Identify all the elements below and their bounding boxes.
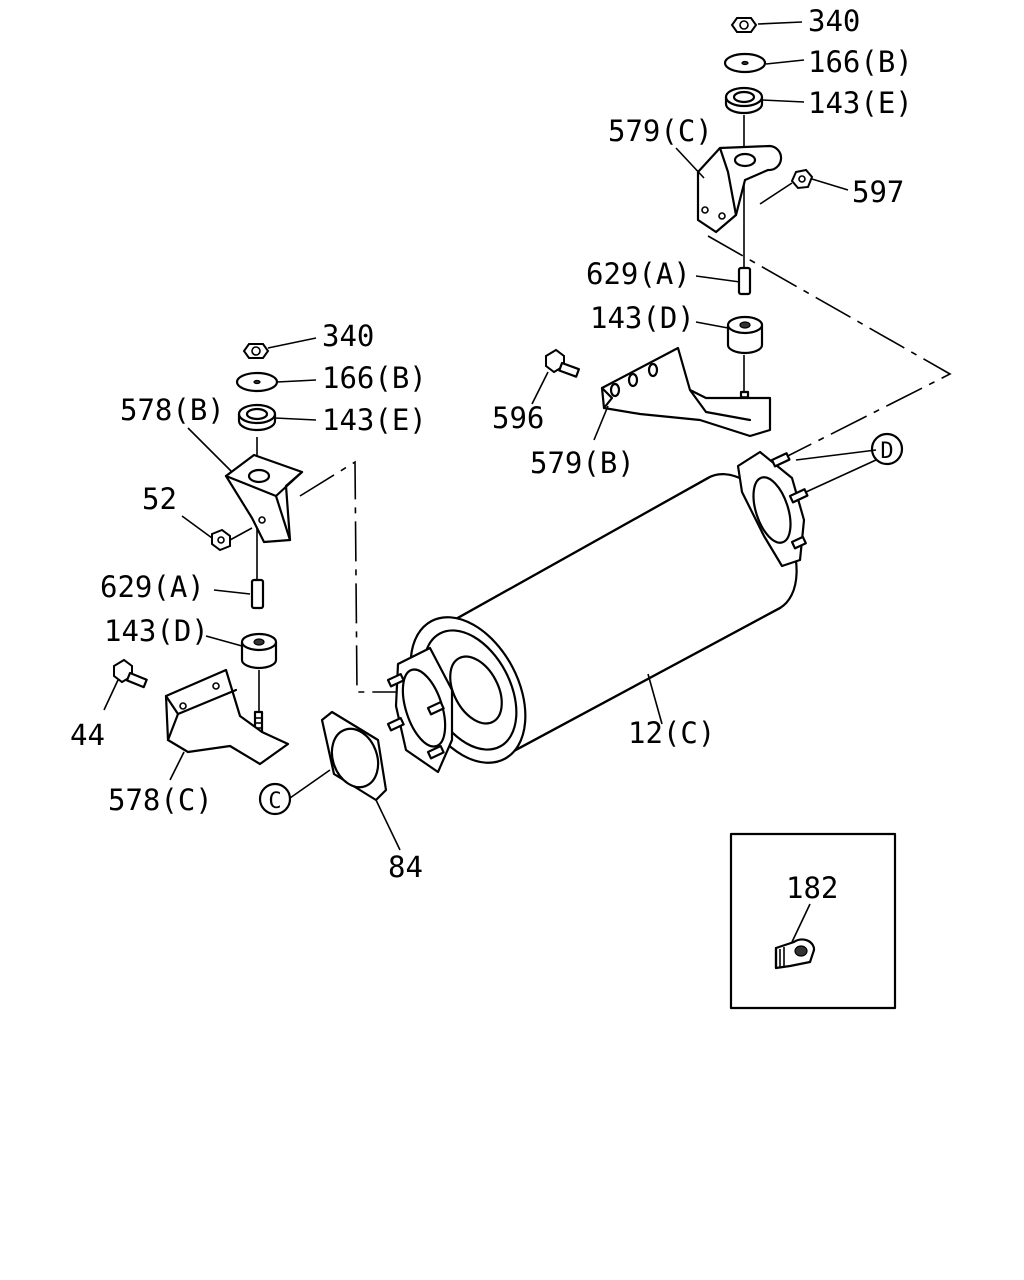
washer-166b-right xyxy=(723,52,767,74)
installation-guide-lines xyxy=(299,235,952,693)
label-84: 84 xyxy=(388,850,423,884)
nut-340-right xyxy=(730,17,758,33)
nut-340-left xyxy=(242,343,270,359)
ref-d-text: D xyxy=(880,439,893,464)
collar-629a-left xyxy=(250,578,265,610)
bracket-579b xyxy=(600,346,772,438)
label-166b-right: 166(B) xyxy=(808,45,913,79)
part-labels: 340 166(B) 143(E) 579(C) 597 629(A) 143(… xyxy=(70,4,913,905)
rubber-143d-left xyxy=(240,632,278,670)
label-340-left: 340 xyxy=(322,319,374,353)
bolt-44 xyxy=(113,658,148,689)
left-mount-assembly xyxy=(113,343,304,766)
label-143e-left: 143(E) xyxy=(322,403,427,437)
label-182: 182 xyxy=(786,871,838,905)
leader-lines xyxy=(103,21,849,943)
bolt-596 xyxy=(545,348,581,378)
ref-c-text: C xyxy=(268,789,281,814)
label-143e-right: 143(E) xyxy=(808,86,913,120)
bush-143e-left xyxy=(237,403,277,432)
nut-597 xyxy=(790,168,814,190)
muffler-rear-flange xyxy=(736,449,877,568)
collar-629a-right xyxy=(737,266,752,296)
label-597: 597 xyxy=(852,175,904,209)
label-340-right: 340 xyxy=(808,4,860,38)
nut-52 xyxy=(211,528,231,552)
flange-studs-rear xyxy=(770,452,809,550)
gasket-84 xyxy=(320,710,388,802)
label-143d-right: 143(D) xyxy=(590,301,695,335)
label-578c: 578(C) xyxy=(108,783,213,817)
label-578b: 578(B) xyxy=(120,393,225,427)
muffler-12c xyxy=(386,449,877,774)
bush-143e-right xyxy=(724,86,764,115)
label-44: 44 xyxy=(70,718,105,752)
bracket-579c xyxy=(696,144,783,234)
bracket-578c xyxy=(164,668,290,766)
label-579c: 579(C) xyxy=(608,114,713,148)
ref-circle-d: D xyxy=(870,432,904,466)
rubber-143d-right xyxy=(726,315,764,355)
muffler-front-flange xyxy=(386,646,454,774)
label-596: 596 xyxy=(492,401,544,435)
label-143d-left: 143(D) xyxy=(104,614,209,648)
bracket-578b xyxy=(224,453,304,544)
inset-box xyxy=(729,832,897,1010)
inset-frame xyxy=(729,832,897,1010)
label-629a-left: 629(A) xyxy=(100,570,205,604)
label-52: 52 xyxy=(142,482,177,516)
flange-studs-front xyxy=(386,672,445,760)
right-mount-assembly xyxy=(545,17,814,438)
label-629a-right: 629(A) xyxy=(586,257,691,291)
label-12c: 12(C) xyxy=(628,716,715,750)
clip-182 xyxy=(774,938,816,970)
label-166b-left: 166(B) xyxy=(322,361,427,395)
label-579b: 579(B) xyxy=(530,446,635,480)
washer-166b-left xyxy=(235,371,279,393)
ref-circle-c: C xyxy=(258,782,292,816)
